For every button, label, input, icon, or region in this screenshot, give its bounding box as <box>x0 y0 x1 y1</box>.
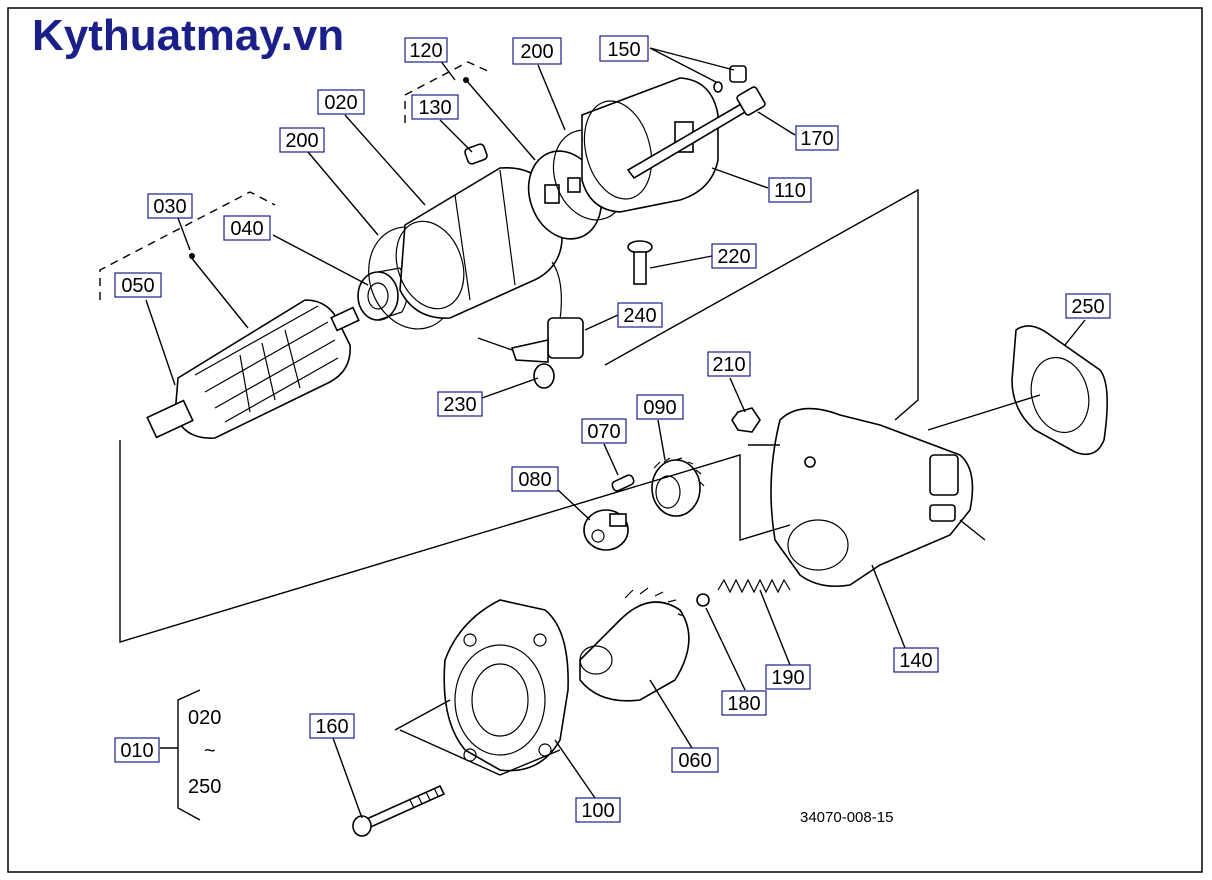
part-label-020: 020 <box>317 89 365 115</box>
lead-wire-part <box>510 261 584 363</box>
svg-text:100: 100 <box>581 800 614 822</box>
svg-text:110: 110 <box>774 180 806 202</box>
svg-text:150: 150 <box>607 39 640 61</box>
diagram-border <box>7 7 1203 873</box>
nut-part <box>731 407 761 433</box>
rear-cover-part <box>581 77 719 213</box>
part-label-140: 140 <box>893 647 939 673</box>
range-end: 250 <box>188 776 221 798</box>
svg-text:130: 130 <box>418 97 451 119</box>
part-label-160: 160 <box>309 713 355 739</box>
svg-text:250: 250 <box>1071 296 1104 318</box>
range-start: 020 <box>188 707 221 729</box>
overrunning-clutch-part <box>579 587 690 702</box>
svg-text:040: 040 <box>230 218 263 240</box>
drawing-code: 34070-008-15 <box>800 809 893 826</box>
part-label-080: 080 <box>511 466 559 492</box>
housing-bolt-part <box>352 784 446 837</box>
part-label-210: 210 <box>707 351 751 377</box>
site-watermark: Kythuatmay.vn <box>32 11 344 60</box>
part-label-200-left: 200 <box>279 127 325 153</box>
part-label-170: 170 <box>795 125 839 151</box>
through-bolt-part <box>626 86 766 180</box>
part-label-040: 040 <box>223 215 271 241</box>
svg-text:200: 200 <box>520 41 553 63</box>
part-label-030: 030 <box>147 193 193 219</box>
assembly-label: 010 <box>120 740 153 762</box>
screw-part <box>713 65 747 93</box>
svg-text:030: 030 <box>153 196 186 218</box>
svg-text:090: 090 <box>643 397 676 419</box>
part-label-230: 230 <box>437 391 483 417</box>
yoke-housing-part <box>395 167 563 319</box>
svg-text:240: 240 <box>623 305 656 327</box>
grommet-part <box>533 363 555 389</box>
svg-text:190: 190 <box>771 667 804 689</box>
part-label-150: 150 <box>599 35 649 62</box>
part-label-250: 250 <box>1065 293 1111 319</box>
svg-text:220: 220 <box>717 246 750 268</box>
part-label-200-top: 200 <box>512 37 562 65</box>
svg-text:070: 070 <box>587 421 620 443</box>
leader-lines <box>99 47 1086 821</box>
terminal-screw-part <box>627 240 653 285</box>
part-label-100: 100 <box>575 797 621 823</box>
part-label-240: 240 <box>617 302 663 328</box>
part-label-070: 070 <box>581 418 627 444</box>
svg-text:170: 170 <box>800 128 833 150</box>
insulator-part <box>464 143 488 165</box>
part-label-060: 060 <box>671 747 719 773</box>
svg-text:060: 060 <box>678 750 711 772</box>
svg-text:020: 020 <box>324 92 357 114</box>
dust-cover-part <box>927 325 1108 456</box>
spring-part <box>717 578 791 594</box>
drive-housing-part <box>443 599 569 772</box>
assembly-range-legend: 010 020 ~ 250 <box>114 707 221 798</box>
svg-text:210: 210 <box>712 354 745 376</box>
bearing-part <box>357 267 409 321</box>
part-label-110: 110 <box>768 177 812 203</box>
idle-gear-part <box>651 457 705 517</box>
part-label-090: 090 <box>636 394 684 420</box>
retainer-part <box>583 509 629 551</box>
svg-text:120: 120 <box>409 40 442 62</box>
svg-text:050: 050 <box>121 275 154 297</box>
svg-text:230: 230 <box>443 394 476 416</box>
svg-text:180: 180 <box>727 693 760 715</box>
part-label-180: 180 <box>721 690 767 716</box>
part-label-050: 050 <box>114 272 162 298</box>
range-separator: ~ <box>204 740 216 762</box>
steel-ball-part <box>696 593 710 607</box>
pin-part <box>611 474 635 492</box>
part-label-220: 220 <box>711 243 757 269</box>
svg-text:160: 160 <box>315 716 348 738</box>
armature-part <box>146 299 360 439</box>
part-label-120: 120 <box>404 37 448 63</box>
part-label-130: 130 <box>411 94 459 120</box>
magnetic-switch-part <box>770 407 974 588</box>
svg-text:140: 140 <box>899 650 932 672</box>
svg-text:200: 200 <box>285 130 318 152</box>
svg-text:080: 080 <box>518 469 551 491</box>
part-label-190: 190 <box>765 664 811 690</box>
